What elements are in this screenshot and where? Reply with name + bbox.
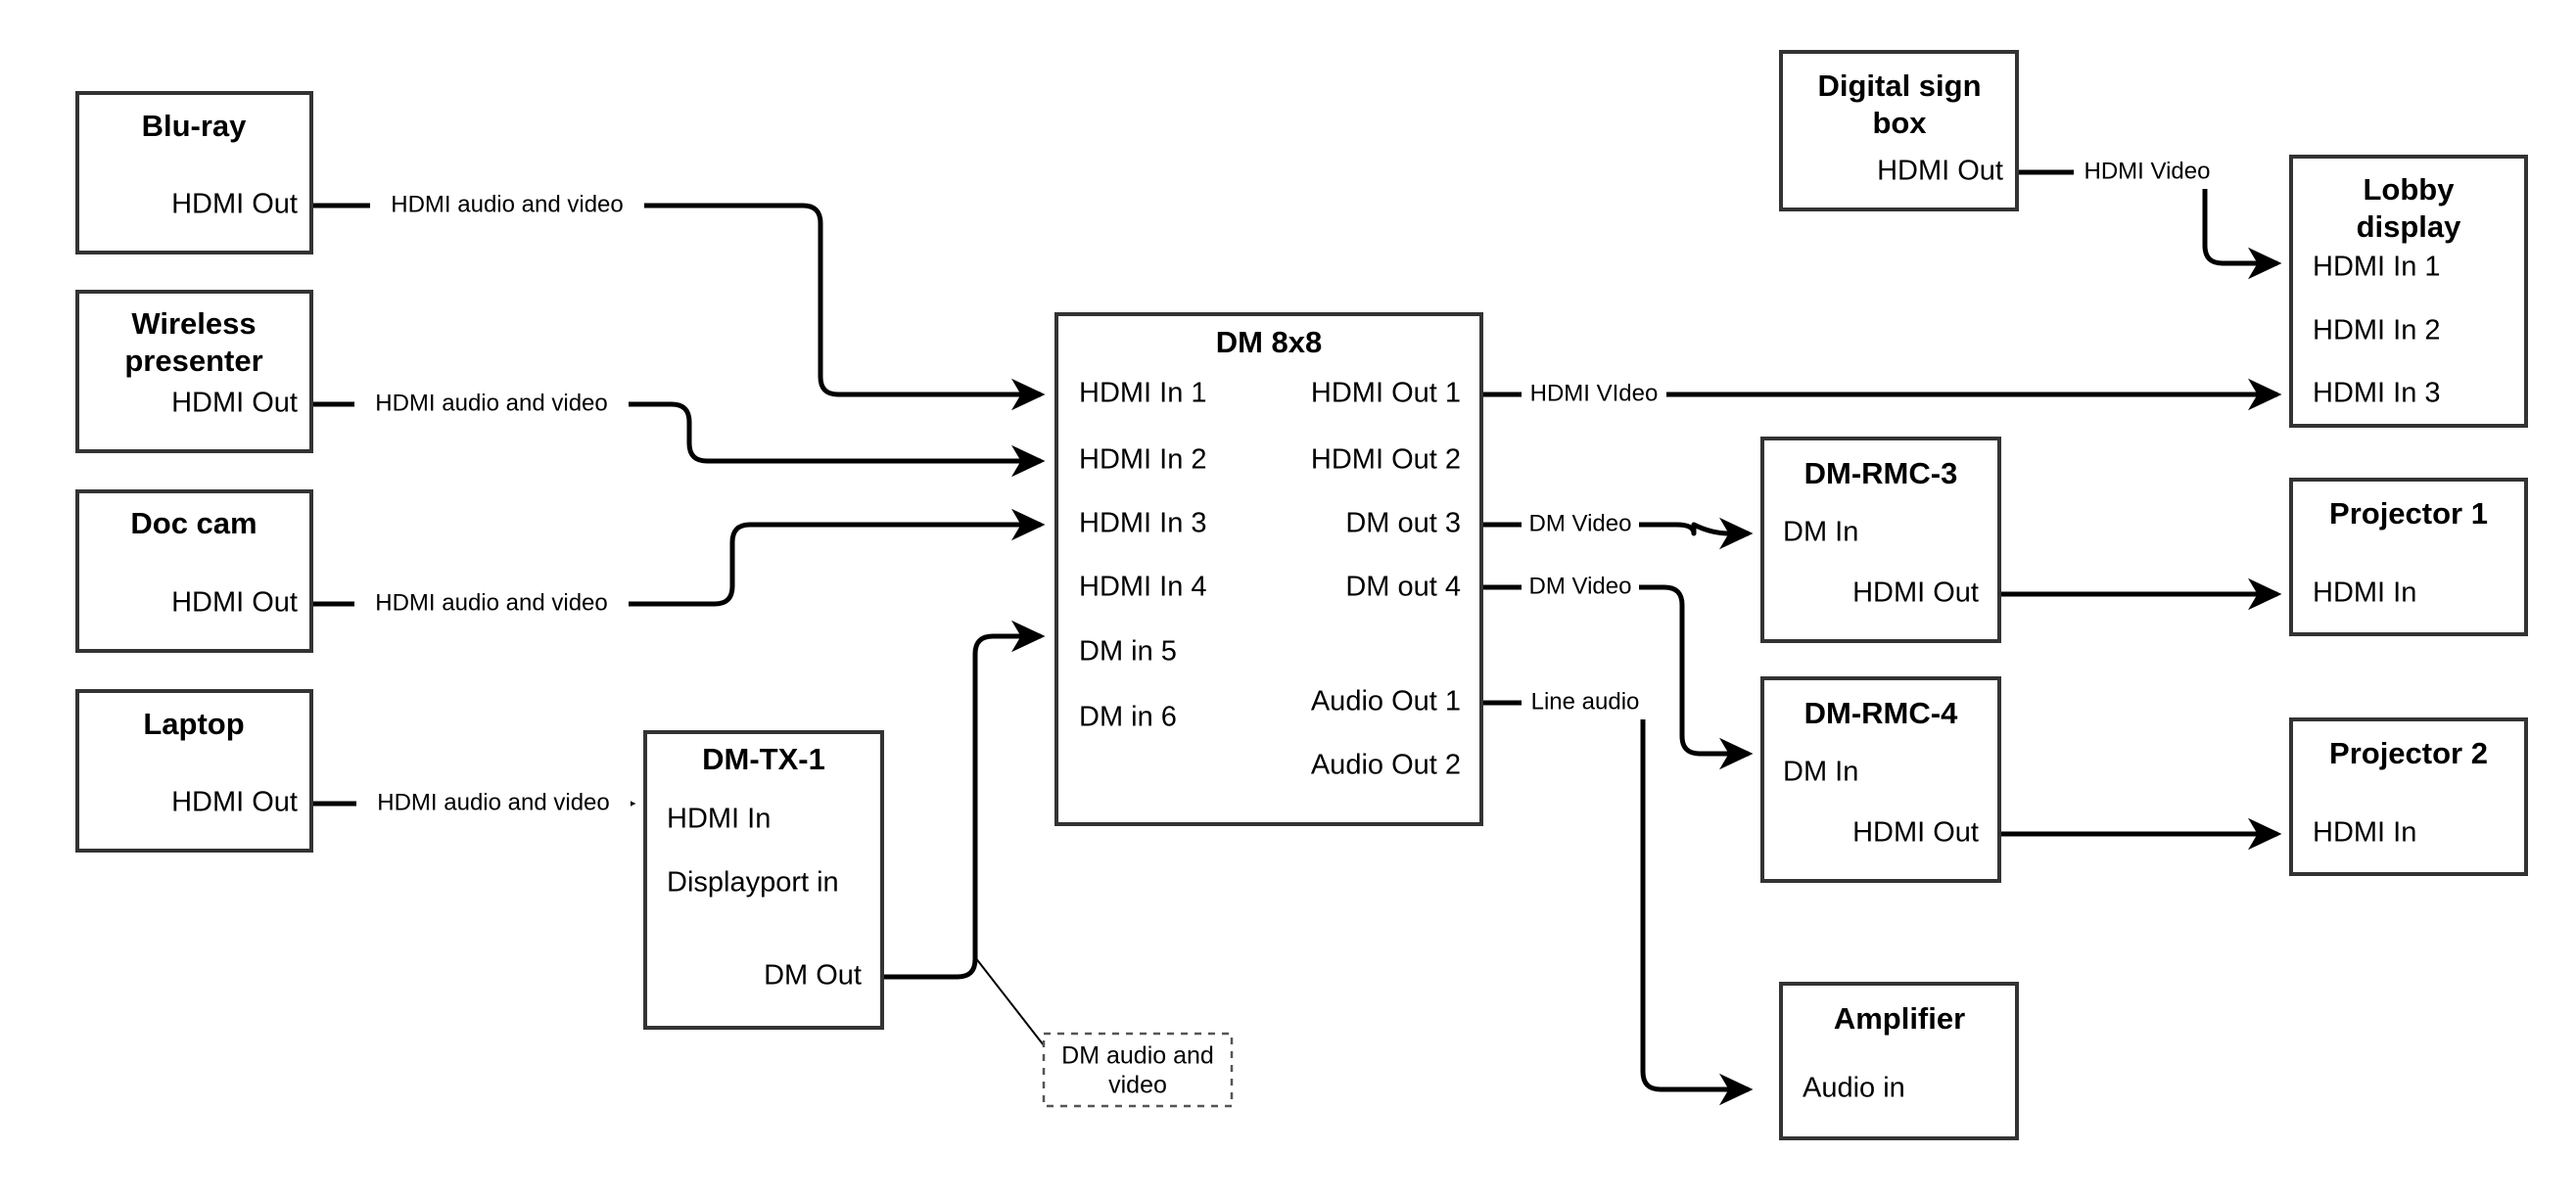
dm-8x8-input-dm-in-5: DM in 5 [1079,636,1177,668]
projector-1-hdmi-in-port: HDMI In [2313,577,2416,609]
device-box-digital-sign-box[interactable] [1779,50,2019,211]
device-box-lobby-display[interactable] [2289,155,2528,428]
projector-2-title: Projector 2 [2329,736,2488,770]
device-box-dm-tx-1[interactable] [643,730,884,1030]
lobby-display-title-line2: display [2357,209,2462,244]
dm-8x8-input-hdmi-in-4: HDMI In 4 [1079,572,1207,603]
edge-label-laptop-to-dmtx1: HDMI audio and video [377,789,609,815]
device-box-laptop[interactable] [75,689,313,853]
wireless-presenter-hdmi-out-port: HDMI Out [171,388,298,419]
dm-rmc-4-title: DM-RMC-4 [1804,696,1958,730]
laptop-hdmi-out-port: HDMI Out [171,787,298,818]
projector-2-hdmi-in-port: HDMI In [2313,817,2416,849]
dm-rmc-3-title: DM-RMC-3 [1804,456,1958,490]
amplifier-audio-in-port: Audio in [1803,1073,1905,1104]
device-box-amplifier[interactable] [1779,982,2019,1140]
dm-rmc-3-dm-in-port: DM In [1783,517,1858,548]
lobby-display-input-hdmi-in-3: HDMI In 3 [2313,378,2441,409]
dm-tx-1-dm-out-port: DM Out [764,960,862,992]
edge-label-dmout3-to-rmc3: DM Video [1529,510,1632,536]
device-box-projector-1[interactable] [2289,478,2528,636]
dm-8x8-title: DM 8x8 [1216,325,1323,359]
bluray-title: Blu-ray [142,109,248,143]
dm-tx-1-displayport-in-port: Displayport in [667,867,839,899]
digital-sign-box-hdmi-out-port: HDMI Out [1877,156,2003,187]
device-box-doc-cam[interactable] [75,489,313,653]
dm-8x8-input-hdmi-in-3: HDMI In 3 [1079,508,1207,539]
edge-label-sign-to-lobby: HDMI Video [2084,158,2211,184]
dm-rmc-3-hdmi-out-port: HDMI Out [1852,577,1979,609]
dm-8x8-output-audio-out-2: Audio Out 2 [1311,750,1461,781]
device-box-dm-rmc-3[interactable] [1760,437,2001,643]
edge-label-hdmiout1-to-lobby: HDMI VIdeo [1530,380,1659,406]
lobby-display-title-line1: Lobby [2364,172,2456,207]
device-box-dm-8x8[interactable] [1054,312,1483,826]
dm-8x8-input-hdmi-in-1: HDMI In 1 [1079,378,1207,409]
callout-dm-audio-and-video-line2: video [1108,1072,1167,1099]
dm-rmc-4-dm-in-port: DM In [1783,757,1858,788]
wireless-presenter-title-line2: presenter [124,344,262,378]
device-box-wireless-presenter[interactable] [75,290,313,453]
dm-8x8-output-hdmi-out-2: HDMI Out 2 [1311,444,1461,476]
dm-8x8-output-audio-out-1: Audio Out 1 [1311,686,1461,717]
edge-label-audioout1-to-amplifier: Line audio [1531,688,1640,715]
link-audioout1-to-amplifier [1481,700,1754,1106]
callout-dm-audio-and-video-line1: DM audio and [1061,1042,1214,1070]
dm-8x8-input-dm-in-6: DM in 6 [1079,702,1177,733]
dm-rmc-4-hdmi-out-port: HDMI Out [1852,817,1979,849]
link-dmout4-to-rmc4 [1481,584,1754,770]
doc-cam-title: Doc cam [130,506,257,540]
link-bluray-to-dm8x8 [311,203,1046,411]
dm-8x8-output-dm-out-4: DM out 4 [1345,572,1461,603]
callout-box-dm-audio-and-video [1042,1032,1234,1108]
bluray-hdmi-out-port: HDMI Out [171,189,298,220]
link-dmtx1-to-dm8x8 [882,620,1046,980]
amplifier-title: Amplifier [1834,1001,1965,1036]
edge-label-dmout4-to-rmc4: DM Video [1529,573,1632,599]
dm-tx-1-title: DM-TX-1 [702,742,825,776]
dm-8x8-output-dm-out-3: DM out 3 [1345,508,1461,539]
doc-cam-hdmi-out-port: HDMI Out [171,587,298,619]
callout-leader-line [974,956,1045,1046]
dm-tx-1-hdmi-in-port: HDMI In [667,804,771,835]
link-doccam-to-dm8x8 [311,508,1046,607]
lobby-display-input-hdmi-in-1: HDMI In 1 [2313,252,2441,283]
wireless-presenter-title-line1: Wireless [131,306,256,341]
projector-1-title: Projector 1 [2329,496,2488,531]
device-box-dm-rmc-4[interactable] [1760,676,2001,883]
lobby-display-input-hdmi-in-2: HDMI In 2 [2313,315,2441,346]
edge-label-wireless-to-dm8x8: HDMI audio and video [375,390,607,416]
link-wireless-to-dm8x8 [311,401,1046,478]
device-box-projector-2[interactable] [2289,717,2528,876]
laptop-title: Laptop [143,707,244,741]
device-box-bluray[interactable] [75,91,313,254]
edge-label-doccam-to-dm8x8: HDMI audio and video [375,589,607,616]
digital-sign-box-title-line1: Digital sign [1817,69,1981,103]
edge-label-bluray-to-dm8x8: HDMI audio and video [391,191,623,217]
digital-sign-box-title-line2: box [1872,106,1927,140]
dm-8x8-output-hdmi-out-1: HDMI Out 1 [1311,378,1461,409]
link-dmout3-to-rmc3 [1481,517,1754,550]
dm-8x8-input-hdmi-in-2: HDMI In 2 [1079,444,1207,476]
